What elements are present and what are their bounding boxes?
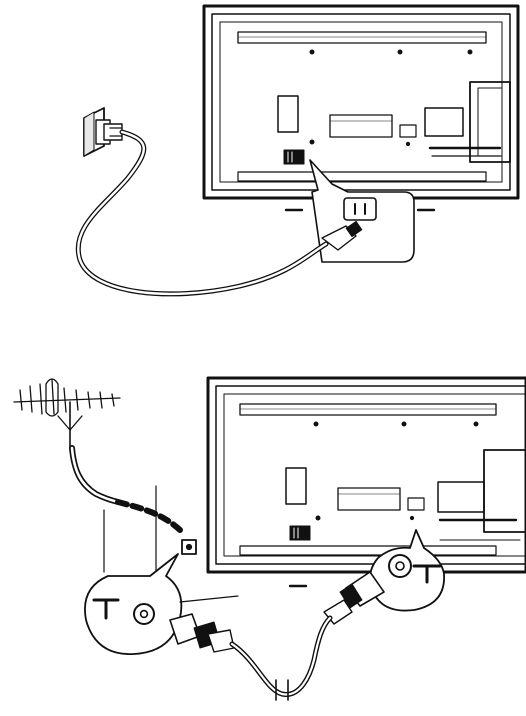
tv-coax-plug [324, 572, 384, 624]
callout-pointer [180, 596, 238, 602]
tv-rear-panel-2 [208, 378, 526, 586]
rf-input-callout [370, 530, 444, 611]
antenna-cable-dashed [118, 502, 180, 530]
roof-antenna [14, 379, 120, 450]
wall-outlet-callout [85, 554, 181, 654]
wall-socket [84, 108, 122, 156]
antenna-connection-panel [14, 378, 526, 700]
wall-coax-plug [170, 614, 234, 652]
tv-rear-panel [204, 6, 518, 210]
wall-antenna-outlet [182, 540, 196, 554]
power-connection-panel [78, 6, 518, 294]
